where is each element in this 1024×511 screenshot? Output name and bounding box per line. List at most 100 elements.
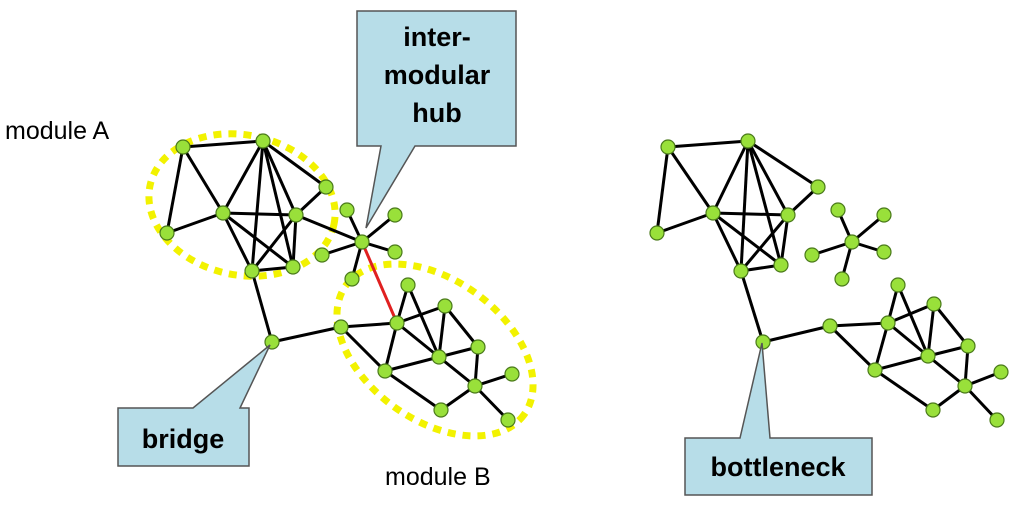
left-network-node [400,277,416,293]
right-network-edge [927,354,966,388]
right-network-node [733,263,749,279]
left-network-edge [396,321,440,359]
bridge-callout: bridge [117,344,271,467]
left-network-node [255,133,271,149]
right-network-node [705,205,721,221]
right-network-node [844,234,860,250]
left-network-edge [250,214,298,272]
left-network-node [354,234,370,250]
right-network-edge [963,384,999,422]
left-network-edge [181,146,225,214]
left-network-node [387,244,403,260]
right-network-edge [739,270,765,343]
left-network-edge [222,211,297,217]
left-network-edge [182,139,264,149]
left-network-edge [383,322,399,372]
left-network-node [215,205,231,221]
right-network-edge [711,140,750,214]
right-network-node [890,277,906,293]
right-network-node [660,139,676,155]
right-network-node [926,296,942,312]
left-network-node [318,179,334,195]
right-network-node [880,315,896,331]
right-network-edge [887,302,935,325]
left-network-node [244,263,260,279]
left-network-node [344,271,360,287]
module-b-label: module B [385,463,491,491]
left-network-edge [473,384,510,422]
right-network-edge [873,322,890,371]
left-network-node [159,225,175,241]
right-network-node [649,225,665,241]
left-network-node [288,207,304,223]
left-network-node [333,319,349,335]
right-network-edge [746,140,790,216]
right-network-edge [779,214,790,266]
bridge-callout-box [117,344,271,467]
left-network-edge [221,140,265,214]
left-network-node [431,349,447,365]
right-network-edge [712,211,782,267]
hub-label-line1: inter- [403,22,471,52]
left-network-edge [166,211,224,235]
left-network-node [467,378,483,394]
right-network-edge [747,139,819,189]
left-network-edge [221,212,254,272]
right-network-node [920,348,936,364]
left-network-node [314,247,330,263]
right-network-node [867,362,883,378]
left-network-node [433,402,449,418]
right-network-edge [739,214,790,272]
right-network-edge [746,140,783,266]
left-network-edge [396,304,446,325]
right-network-edge [829,321,889,328]
left-network-edge [340,321,398,329]
right-network-edge [896,284,930,357]
right-network-edge [667,139,749,149]
right-network-edge [932,303,970,347]
hub-label-line3: hub [412,98,461,128]
right-network-node [810,179,826,195]
right-network-edge [711,212,743,272]
right-network-edge [666,146,715,214]
inter-modular-edge [360,241,399,324]
right-network-edge [739,140,750,272]
left-network-edge [443,305,480,348]
left-network-edge [295,213,363,244]
right-network-node [993,364,1009,380]
left-network-node [175,139,191,155]
bottleneck-label: bottleneck [710,452,846,482]
right-network-node [804,247,820,263]
right-network-node [925,402,941,418]
left-network-node [387,207,403,223]
right-network-nodes [649,133,1009,428]
left-network-node [504,366,520,382]
right-network-edge [655,146,670,234]
left-network-nodes [159,133,520,428]
right-network-node [830,202,846,218]
bottleneck-callout-box [684,342,873,496]
left-network-edge [291,214,298,268]
left-network-node [389,315,405,331]
right-network-node [822,318,838,334]
left-network-edge [384,369,442,412]
right-network-edge [874,354,929,372]
module-a-outline [145,130,339,280]
left-network-edge [262,139,327,189]
right-network-node [876,244,892,260]
right-network-edges [655,139,1002,422]
bottleneck-callout: bottleneck [684,342,873,496]
right-network-edge [874,368,934,412]
left-network-node [339,202,355,218]
right-network-node [960,338,976,354]
module-b-outline [333,260,537,440]
left-network-edge [339,325,387,373]
right-network-node [876,207,892,223]
left-network-edge [250,270,274,343]
left-network-edge [250,140,265,272]
right-network-edge [926,303,936,357]
left-network-edge [438,355,476,388]
right-network-node [780,207,796,223]
right-network-node [989,412,1005,428]
